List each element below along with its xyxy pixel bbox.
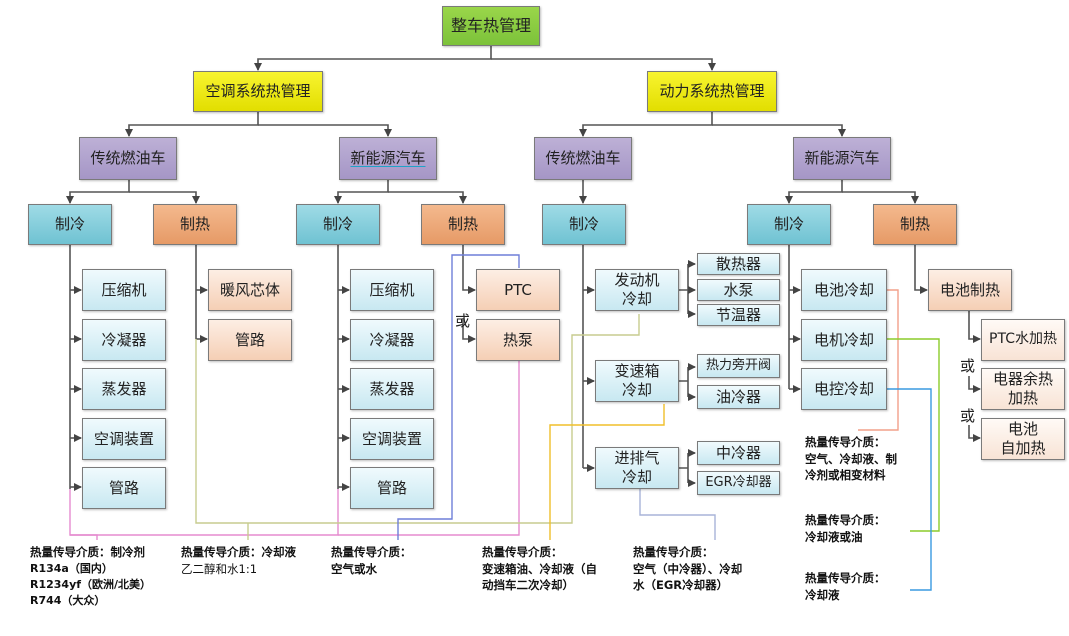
node-label-line: 冷却	[621, 381, 652, 399]
node-heating-piping[interactable]: 管路	[208, 319, 292, 361]
note-line: 冷却液	[805, 587, 840, 602]
node-power-traditional-vehicle[interactable]: 传统燃油车	[534, 137, 632, 180]
note-title: 热量传导介质：	[805, 435, 886, 449]
note-line: R1234yf（欧洲/北美）	[30, 577, 152, 591]
node-ac-nev[interactable]: 新能源汽车	[339, 137, 437, 180]
node-power-trad-cooling[interactable]: 制冷	[542, 204, 626, 245]
node-ac-trad-heating[interactable]: 制热	[153, 204, 237, 245]
node-label-line: 电器余热	[992, 370, 1053, 389]
note-title: 热量传导介质：冷却液	[181, 545, 296, 559]
node-evaporator[interactable]: 蒸发器	[82, 368, 166, 410]
node-compressor[interactable]: 压缩机	[82, 269, 166, 311]
note-battery-medium: 热量传导介质： 空气、冷却液、制 冷剂或相变材料	[802, 430, 914, 495]
node-label-line: 进排气	[614, 449, 660, 468]
node-thermostat[interactable]: 节温器	[697, 304, 780, 326]
or-label: 或	[960, 357, 976, 375]
node-oil-cooler[interactable]: 油冷器	[697, 385, 780, 409]
note-intercooler-medium: 热量传导介质： 空气（中冷器）、冷却 水（EGR冷却器）	[630, 540, 772, 605]
node-nev-compressor[interactable]: 压缩机	[350, 269, 434, 311]
note-controller-medium: 热量传导介质： 冷却液	[802, 566, 914, 612]
node-radiator[interactable]: 散热器	[697, 253, 780, 275]
or-label: 或	[455, 312, 471, 330]
note-line: R134a（国内）	[30, 561, 113, 575]
note-air-or-water: 热量传导介质： 空气或水	[328, 540, 470, 589]
node-water-pump[interactable]: 水泵	[697, 279, 780, 301]
node-nev-ac-unit[interactable]: 空调装置	[350, 418, 434, 460]
node-ac-unit[interactable]: 空调装置	[82, 418, 166, 460]
node-label-line: 冷却	[621, 468, 652, 486]
node-nev-piping[interactable]: 管路	[350, 467, 434, 509]
node-label-line: 变速箱	[614, 362, 660, 381]
node-intake-exhaust-cooling[interactable]: 进排气 冷却	[595, 447, 679, 489]
node-engine-cooling[interactable]: 发动机 冷却	[595, 269, 679, 311]
node-ac-thermal-management[interactable]: 空调系统热管理	[193, 71, 323, 112]
node-power-thermal-management[interactable]: 动力系统热管理	[647, 71, 777, 112]
node-ac-trad-cooling[interactable]: 制冷	[28, 204, 112, 245]
node-label-line: 发动机	[614, 271, 660, 290]
note-line: 乙二醇和水1:1	[181, 561, 258, 576]
root-node-vehicle-thermal-management[interactable]: 整车热管理	[442, 6, 540, 46]
note-line: 冷剂或相变材料	[805, 468, 886, 483]
node-power-nev-cooling[interactable]: 制冷	[747, 204, 831, 245]
node-piping[interactable]: 管路	[82, 467, 166, 509]
node-battery-heating[interactable]: 电池制热	[928, 269, 1012, 311]
note-motor-medium: 热量传导介质： 冷却液或油	[802, 508, 914, 552]
note-title: 热量传导介质：	[805, 513, 886, 527]
node-heat-pump[interactable]: 热泵	[476, 319, 560, 361]
note-line: 空气、冷却液、制	[805, 451, 897, 466]
node-gearbox-cooling[interactable]: 变速箱 冷却	[595, 360, 679, 402]
node-electrical-waste-heat[interactable]: 电器余热 加热	[981, 368, 1065, 410]
node-condenser[interactable]: 冷凝器	[82, 319, 166, 361]
node-motor-cooling[interactable]: 电机冷却	[801, 319, 887, 361]
node-ptc-water-heating[interactable]: PTC水加热	[981, 319, 1065, 361]
note-line: 冷却液或油	[805, 529, 863, 544]
note-line: R744（大众）	[30, 593, 106, 607]
node-label-line: 加热	[1007, 389, 1038, 407]
node-ac-nev-cooling[interactable]: 制冷	[296, 204, 380, 245]
node-battery-self-heating[interactable]: 电池 自加热	[981, 418, 1065, 460]
node-thermal-bypass-valve[interactable]: 热力旁开阀	[697, 354, 780, 378]
node-battery-cooling[interactable]: 电池冷却	[801, 269, 887, 311]
node-ac-nev-heating[interactable]: 制热	[421, 204, 505, 245]
node-power-nev-heating[interactable]: 制热	[873, 204, 957, 245]
node-label-line: 电池	[1007, 420, 1038, 439]
node-ptc[interactable]: PTC	[476, 269, 560, 311]
note-line: 空气或水	[331, 561, 377, 576]
note-line: 水（EGR冷却器）	[633, 578, 729, 593]
note-title: 热量传导介质：	[331, 545, 412, 559]
node-label-line: 冷却	[621, 290, 652, 308]
node-power-nev[interactable]: 新能源汽车	[793, 137, 891, 180]
note-line: 动挡车二次冷却）	[482, 578, 574, 593]
note-title: 热量传导介质：	[482, 545, 563, 559]
node-intercooler[interactable]: 中冷器	[697, 441, 780, 465]
node-controller-cooling[interactable]: 电控冷却	[801, 368, 887, 410]
note-title: 热量传导介质：制冷剂	[30, 545, 145, 559]
note-coolant: 热量传导介质：冷却液 乙二醇和水1:1	[178, 540, 320, 589]
or-label: 或	[960, 407, 976, 425]
node-nev-evaporator[interactable]: 蒸发器	[350, 368, 434, 410]
node-label-line: 自加热	[1000, 439, 1046, 457]
note-title: 热量传导介质：	[805, 571, 886, 585]
note-gearbox-oil: 热量传导介质： 变速箱油、冷却液（自 动挡车二次冷却）	[479, 540, 621, 605]
node-label: 新能源汽车	[350, 149, 426, 168]
node-egr-cooler[interactable]: EGR冷却器	[697, 471, 780, 495]
node-nev-condenser[interactable]: 冷凝器	[350, 319, 434, 361]
note-line: 空气（中冷器）、冷却	[633, 561, 743, 576]
note-title: 热量传导介质：	[633, 545, 714, 559]
node-heater-core[interactable]: 暖风芯体	[208, 269, 292, 311]
note-line: 变速箱油、冷却液（自	[482, 561, 597, 576]
note-refrigerant: 热量传导介质：制冷剂 R134a（国内） R1234yf（欧洲/北美） R744…	[27, 540, 169, 628]
node-ac-traditional-vehicle[interactable]: 传统燃油车	[79, 137, 177, 180]
